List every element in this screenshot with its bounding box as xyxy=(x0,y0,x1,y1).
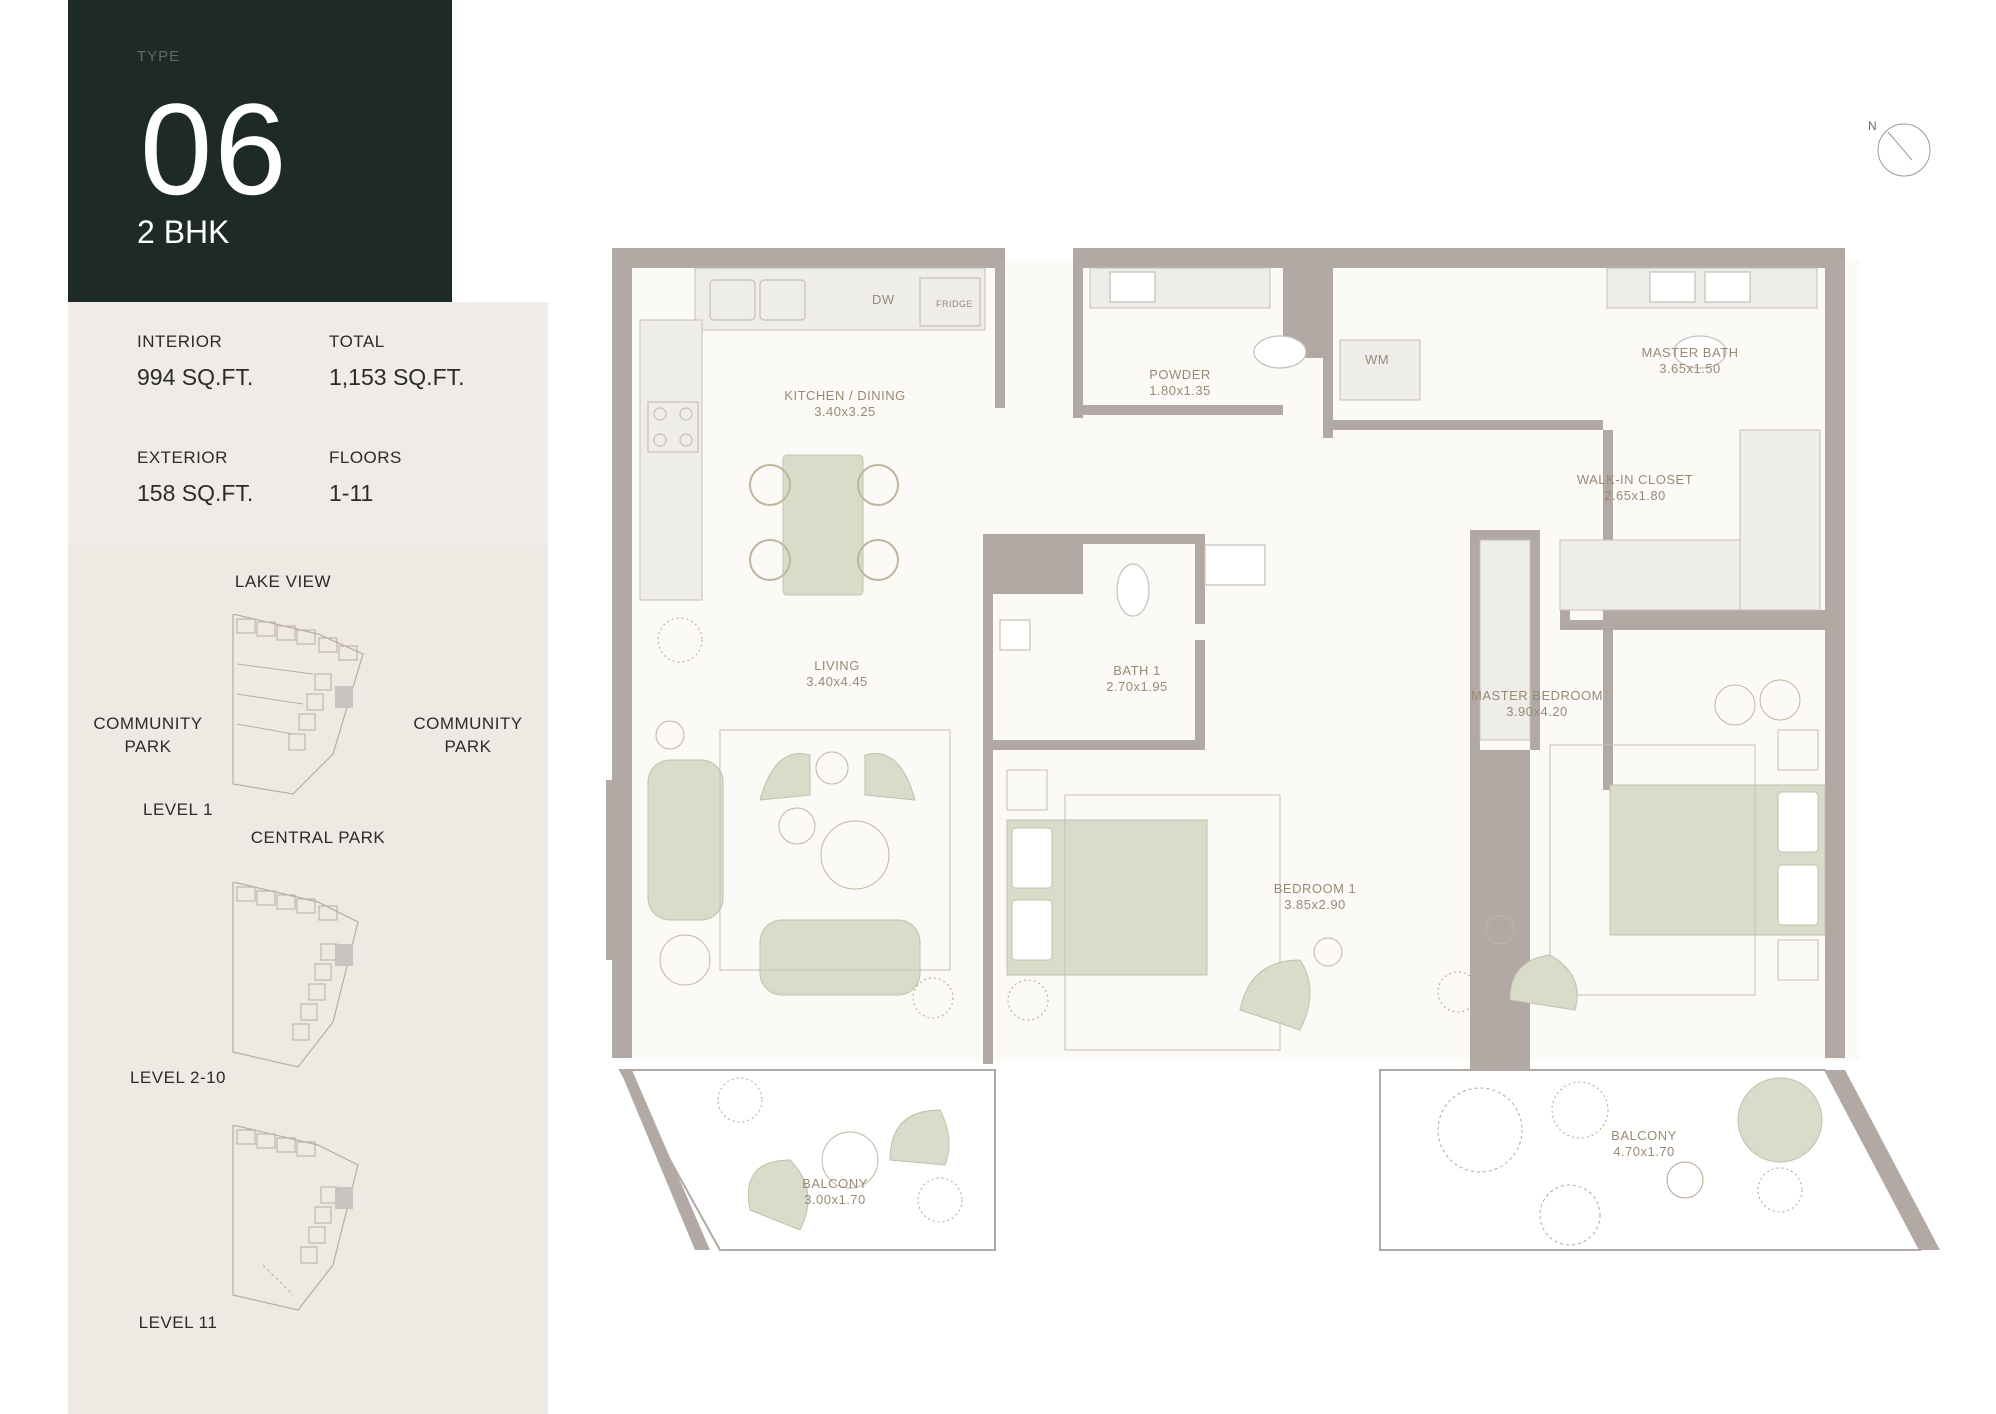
floors-value: 1-11 xyxy=(329,480,374,506)
dining-chairs xyxy=(749,464,899,581)
powder-label: POWDER xyxy=(1149,367,1211,382)
walk-in-closet-label: WALK-IN CLOSET xyxy=(1577,472,1693,487)
living-size: 3.40x4.45 xyxy=(806,674,868,689)
balcony-1-label: BALCONY xyxy=(802,1176,868,1191)
type-number: 06 xyxy=(140,76,289,222)
keyplan-panel: LAKE VIEW COMMUNITY PARK COMMUNITY PARK … xyxy=(68,547,548,1414)
bathroom-fixtures xyxy=(999,271,1751,651)
lake-view-label: LAKE VIEW xyxy=(234,572,332,591)
master-bedroom-label: MASTER BEDROOM xyxy=(1471,688,1603,703)
total-label: TOTAL xyxy=(329,332,385,351)
north-compass-icon: N xyxy=(1868,119,1931,177)
keyplan-level-11 xyxy=(232,1125,359,1311)
floors-label: FLOORS xyxy=(329,448,402,467)
dishwasher-label: DW xyxy=(872,292,895,307)
wm-label: WM xyxy=(1365,352,1389,367)
powder-size: 1.80x1.35 xyxy=(1149,383,1211,398)
dining-table xyxy=(782,454,864,596)
fridge-label: FRIDGE xyxy=(936,299,973,309)
type-title-block xyxy=(68,0,452,302)
exterior-label: EXTERIOR xyxy=(137,448,228,467)
level-1-label: LEVEL 1 xyxy=(143,800,213,819)
bath-1-label: BATH 1 xyxy=(1113,663,1161,678)
central-park-label: CENTRAL PARK xyxy=(250,828,386,847)
unit-type: 2 BHK xyxy=(137,214,230,250)
master-bath-size: 3.65x1.50 xyxy=(1659,361,1721,376)
exterior-value: 158 SQ.FT. xyxy=(137,480,254,506)
floor-plan: DW FRIDGE WM xyxy=(606,248,1940,1251)
bedroom-1-size: 3.85x2.90 xyxy=(1284,897,1346,912)
master-bedroom-furniture xyxy=(1437,679,1826,1013)
kitchen-dining-label: KITCHEN / DINING xyxy=(784,388,905,403)
balconies xyxy=(618,1069,1940,1251)
master-bedroom-size: 3.90x4.20 xyxy=(1506,704,1568,719)
keyplan-level-1 xyxy=(232,614,364,795)
living-furniture xyxy=(647,617,954,1019)
interior-value: 994 SQ.FT. xyxy=(137,364,254,390)
balcony-2-size: 4.70x1.70 xyxy=(1613,1144,1675,1159)
keyplan-level-2-10 xyxy=(232,882,359,1068)
north-label: N xyxy=(1868,119,1877,133)
level-11-label: LEVEL 11 xyxy=(138,1313,218,1332)
balcony-2-label: BALCONY xyxy=(1611,1128,1677,1143)
level-2-10-label: LEVEL 2-10 xyxy=(129,1068,227,1087)
type-label: TYPE xyxy=(137,48,181,65)
bedroom-1-furniture xyxy=(1006,769,1343,1051)
exterior-walls xyxy=(606,248,1845,1070)
balcony-1-size: 3.00x1.70 xyxy=(804,1192,866,1207)
bedroom-1-label: BEDROOM 1 xyxy=(1274,881,1357,896)
bath-1-size: 2.70x1.95 xyxy=(1106,679,1168,694)
kitchen-cabinets xyxy=(639,267,1821,741)
kitchen-dining-size: 3.40x3.25 xyxy=(814,404,876,419)
community-park-left-label: COMMUNITY PARK xyxy=(93,714,203,756)
specs-panel: INTERIOR 994 SQ.FT. TOTAL 1,153 SQ.FT. E… xyxy=(68,302,548,547)
total-value: 1,153 SQ.FT. xyxy=(329,364,465,390)
living-label: LIVING xyxy=(814,658,860,673)
master-bath-label: MASTER BATH xyxy=(1642,345,1739,360)
walk-in-closet-size: 2.65x1.80 xyxy=(1604,488,1666,503)
washing-machine xyxy=(1339,339,1421,401)
community-park-right-label: COMMUNITY PARK xyxy=(413,714,523,756)
interior-label: INTERIOR xyxy=(137,332,223,351)
